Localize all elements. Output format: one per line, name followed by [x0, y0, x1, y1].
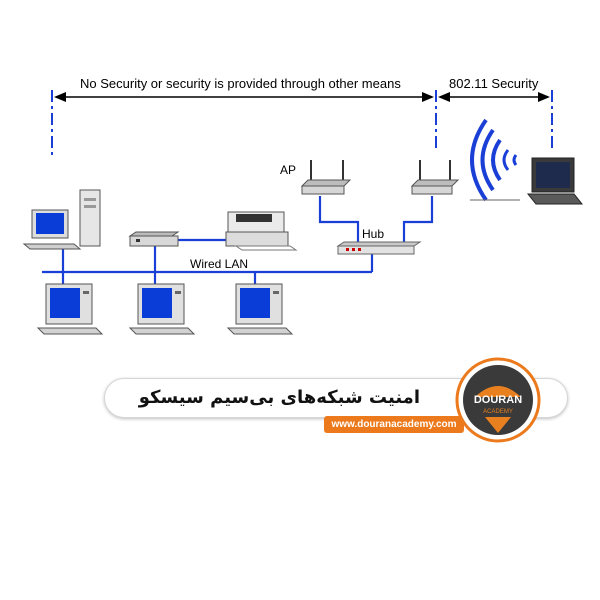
- hub-label: Hub: [362, 227, 384, 241]
- website-link[interactable]: www.douranacademy.com: [324, 416, 464, 433]
- network-device-box: [128, 231, 180, 247]
- access-point-icon: [300, 160, 352, 195]
- security-span-markers: No Security or security is provided thro…: [51, 76, 553, 155]
- network-cables: [42, 196, 434, 290]
- ap-label: AP: [280, 163, 296, 177]
- arrow-head-icon: [422, 92, 434, 102]
- hub-icon: [336, 241, 422, 255]
- wired-lan-label: Wired LAN: [190, 257, 248, 271]
- banner-title: امنیت شبکه‌های بی‌سیم سیسکو: [138, 387, 420, 408]
- workstation: [226, 283, 294, 335]
- span-right-label: 802.11 Security: [449, 76, 539, 91]
- workstation: [128, 283, 196, 335]
- access-point-icon: [410, 160, 460, 195]
- arrow-head-icon: [54, 92, 66, 102]
- logo-name: DOURAN: [474, 394, 522, 406]
- douran-academy-logo: DOURAN ACADEMY: [455, 357, 541, 443]
- arrow-head-icon: [538, 92, 550, 102]
- wireless-signal-icon: [470, 118, 518, 202]
- span-left-label: No Security or security is provided thro…: [80, 76, 401, 91]
- printer-icon: [225, 211, 298, 251]
- screen: [36, 213, 64, 234]
- workstation-with-tower: [22, 189, 101, 250]
- logo-sub: ACADEMY: [483, 409, 513, 415]
- workstation: [36, 283, 104, 335]
- arrow-head-icon: [438, 92, 450, 102]
- laptop-icon: [470, 157, 584, 205]
